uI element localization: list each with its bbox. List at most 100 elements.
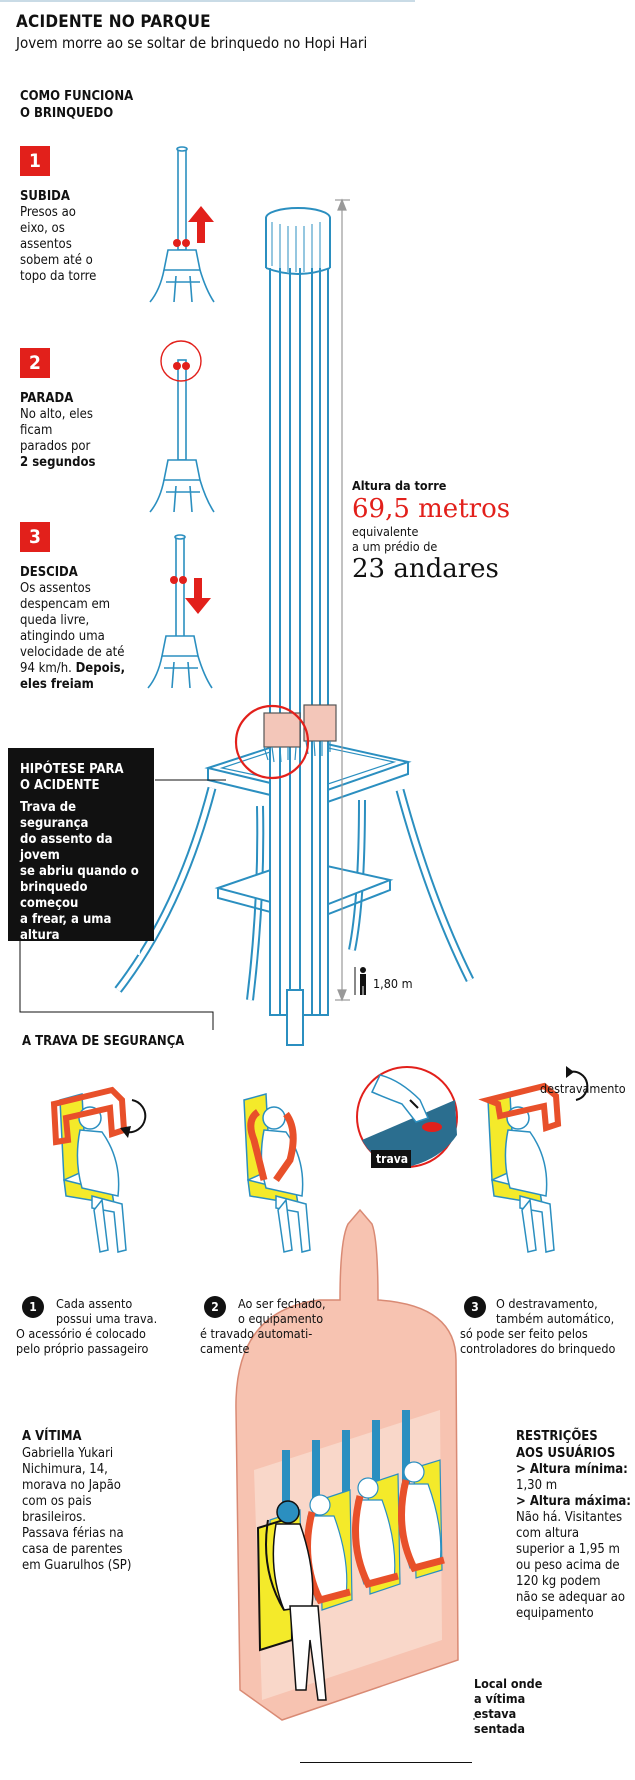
step-3-speed: 94 km/h. [20,661,72,676]
safety-step-2-line: camente [200,1341,250,1356]
victim-line: casa de parentes [22,1542,123,1557]
safety-step-1-text: Cada assento possui uma trava. O acessór… [16,1296,216,1356]
mini-tower-3 [147,534,213,689]
safety-step-2-number: 2 [204,1296,226,1318]
arrow-up-icon [188,206,214,243]
seat-location-line: a vítima [474,1691,526,1706]
restrictions-max-line: superior a 1,95 m [516,1542,620,1557]
page-subtitle: Jovem morre ao se soltar de brinquedo no… [16,34,368,52]
step-2-description: No alto, eles ficam parados por 2 segund… [20,407,96,471]
step-1-line: assentos [20,237,72,252]
safety-step-1-line: Cada assento [56,1296,133,1311]
safety-step-3-line: O destravamento, [496,1296,598,1311]
step-2-line: ficam [20,423,53,438]
victim-line: Passava férias na [22,1526,124,1541]
tower-equivalence: equivalente a um prédio de [352,524,437,554]
seat-location-leader [300,1762,472,1763]
step-3-line: velocidade de até [20,645,125,660]
step-3-line: queda livre, [20,613,90,628]
victim-block: A VÍTIMA Gabriella Yukari Nichimura, 14,… [22,1428,131,1574]
restrictions-max-line: equipamento [516,1606,594,1621]
step-1-description: Presos ao eixo, os assentos sobem até o … [20,205,96,285]
hypothesis-line: a frear, a uma altura [20,912,112,943]
step-1-number: 1 [20,146,50,176]
seat-step-3 [478,1082,562,1253]
safety-bar-heading: A TRAVA DE SEGURANÇA [22,1034,185,1049]
step-2-bold-line: 2 segundos [20,455,96,470]
victim-heading: A VÍTIMA [22,1429,82,1444]
restrictions-min-value: 1,30 m [516,1478,558,1493]
how-it-works-heading-line2: O BRINQUEDO [20,106,114,121]
restrictions-heading-line2: AOS USUÁRIOS [516,1446,616,1461]
safety-step-3-line: controladores do brinquedo [460,1341,616,1356]
restrictions-max-line: Não há. Visitantes [516,1510,623,1525]
step-2-number: 2 [20,348,50,378]
restrictions-max-text: Não há. Visitantes com altura superior a… [516,1510,631,1622]
step-3-then: Depois, [75,661,126,676]
seat-location-line: Local onde [474,1676,543,1691]
step-1-line: eixo, os [20,221,65,236]
restrictions-max-label: > Altura máxima: [516,1494,631,1509]
victim-line: em Guarulhos (SP) [22,1558,132,1573]
safety-step-1-number: 1 [22,1296,44,1318]
safety-step-3-line: só pode ser feito pelos [460,1326,588,1341]
person-scale-icon [354,967,366,995]
unlock-arrow-icon [569,1070,589,1101]
victim-text: Gabriella Yukari Nichimura, 14, morava n… [22,1446,131,1574]
tower-equiv-line2: a um prédio de [352,539,438,554]
step-3-title: DESCIDA [20,565,78,580]
step-1-title: SUBIDA [20,189,70,204]
trava-inset [356,1066,458,1168]
victim-line: Nichimura, 14, [22,1462,108,1477]
hypothesis-box: HIPÓTESE PARA O ACIDENTE Trava de segura… [8,748,154,975]
page-title: ACIDENTE NO PARQUE [16,12,211,32]
seat-location-line: sentada [474,1721,525,1736]
hypothesis-line: Trava de segurança [20,800,89,831]
restrictions-max-line: 120 kg podem [516,1574,601,1589]
step-3-number: 3 [20,522,50,552]
rotate-arrow-icon [125,1099,147,1134]
seat-location-caption: Local onde a vítima estava sentada [474,1676,542,1736]
how-it-works-heading: COMO FUNCIONA O BRINQUEDO [20,88,133,122]
step-3-line: Os assentos [20,581,91,596]
safety-step-2-line: o equipamento [238,1311,324,1326]
trava-label: trava [376,1152,409,1166]
safety-step-1-line: pelo próprio passageiro [16,1341,149,1356]
height-dimension [335,198,350,1002]
tower-floors: 23 andares [352,554,499,584]
tower-drawing [114,207,475,1046]
gondola-drawing [235,1208,459,1721]
seat-step-2 [243,1093,311,1253]
hypothesis-line: se abriu quando o [20,864,139,879]
step-1-line: sobem até o [20,253,93,268]
hypothesis-highlight-circle [234,704,310,780]
safety-step-2-line: é travado automati- [200,1326,313,1341]
seat-step-1 [50,1086,128,1253]
hypothesis-line: do assento da jovem [20,832,113,863]
tower-equiv-line1: equivalente [352,524,419,539]
restrictions-max-line: com altura [516,1526,580,1541]
step-2-title: PARADA [20,391,74,406]
victim-line: com os pais [22,1494,92,1509]
person-height-label: 1,80 m [373,976,413,991]
hypothesis-line: entre 25 m e 20 m [20,944,141,959]
arrow-down-icon [185,578,211,614]
step-2-line: No alto, eles [20,407,93,422]
safety-step-3-number: 3 [464,1296,486,1318]
hypothesis-heading-line1: HIPÓTESE PARA [20,762,124,777]
hypothesis-line: brinquedo começou [20,880,88,911]
step-3-line: despencam em [20,597,111,612]
unlock-label: destravamento [540,1081,626,1096]
victim-line: Gabriella Yukari [22,1446,114,1461]
victim-line: brasileiros. [22,1510,86,1525]
restrictions-block: RESTRIÇÕES AOS USUÁRIOS > Altura mínima:… [516,1428,631,1622]
mini-tower-1 [149,146,215,303]
safety-step-1-line: O acessório é colocado [16,1326,146,1341]
step-3-line: atingindo uma [20,629,105,644]
safety-step-3-line: também automático, [496,1311,615,1326]
mini-tower-2 [149,359,215,513]
safety-step-1-line: possui uma trava. [56,1311,158,1326]
step-2-line: parados por [20,439,91,454]
safety-step-2-line: Ao ser fechado, [238,1296,326,1311]
